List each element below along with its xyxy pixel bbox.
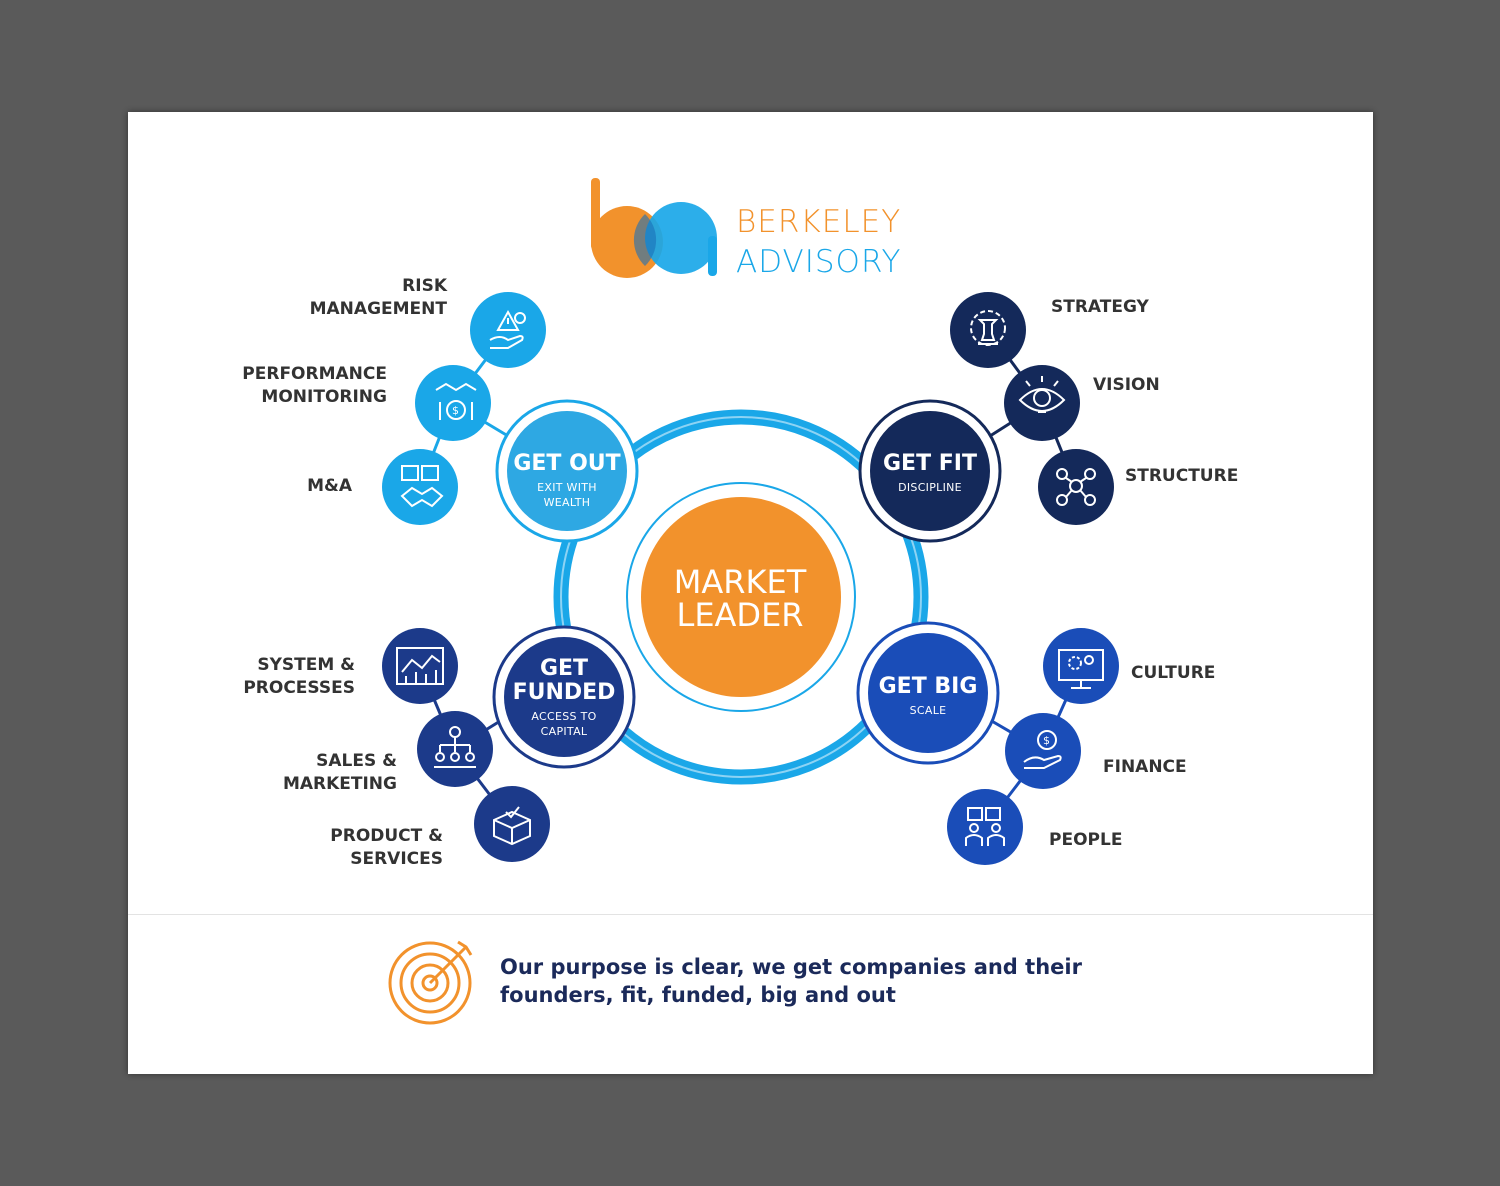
label-risk-management: RISK MANAGEMENT [309, 276, 447, 319]
purpose-statement: Our purpose is clear, we get companies a… [500, 955, 1082, 1007]
target-arrow-icon [388, 940, 473, 1025]
label-sales-marketing: SALES & MARKETING [282, 751, 397, 794]
hub-get-funded-label: GET FUNDED ACCESS TO CAPITAL [512, 656, 616, 739]
label-culture: CULTURE [1131, 663, 1216, 683]
label-structure: STRUCTURE [1125, 466, 1239, 486]
people-puzzle-icon [947, 789, 1023, 865]
label-performance-monitoring: PERFORMANCE MONITORING [242, 364, 387, 407]
org-chart-icon [417, 711, 493, 787]
hub-get-fit [858, 399, 1002, 543]
monitor-gears-icon [1043, 628, 1119, 704]
label-people: PEOPLE [1049, 830, 1123, 850]
center-label: MARKET LEADER [673, 563, 807, 634]
center-circle [641, 497, 841, 697]
chart-screen-icon [382, 628, 458, 704]
network-people-icon [1038, 449, 1114, 525]
label-system-processes: SYSTEM & PROCESSES [243, 655, 355, 698]
hub-get-funded [492, 625, 636, 769]
risk-hand-icon [470, 292, 546, 368]
footer-divider [128, 914, 1373, 915]
gear-chess-icon [950, 292, 1026, 368]
svg-text:$: $ [452, 404, 459, 417]
logo-mark [591, 178, 717, 278]
label-product-services: PRODUCT & SERVICES [330, 826, 443, 869]
puzzle-handshake-icon [382, 449, 458, 525]
hub-get-fit-label: GET FIT DISCIPLINE [883, 451, 977, 495]
svg-text:$: $ [1043, 734, 1050, 747]
brand-name-line2: ADVISORY [736, 244, 902, 280]
eye-bulb-icon [1004, 365, 1080, 441]
brand-name-line1: BERKELEY [736, 204, 902, 240]
label-vision: VISION [1093, 375, 1160, 395]
label-strategy: STRATEGY [1051, 297, 1149, 317]
hub-get-big [856, 621, 1000, 765]
box-check-icon [474, 786, 550, 862]
hub-get-out-label: GET OUT EXIT WITH WEALTH [513, 451, 621, 510]
hub-get-out [495, 399, 639, 543]
hand-coin-icon: $ [1005, 713, 1081, 789]
hub-get-big-label: GET BIG SCALE [878, 674, 978, 718]
handshake-dollar-icon: $ [415, 365, 491, 441]
label-finance: FINANCE [1103, 757, 1187, 777]
label-m-and-a: M&A [307, 476, 352, 496]
